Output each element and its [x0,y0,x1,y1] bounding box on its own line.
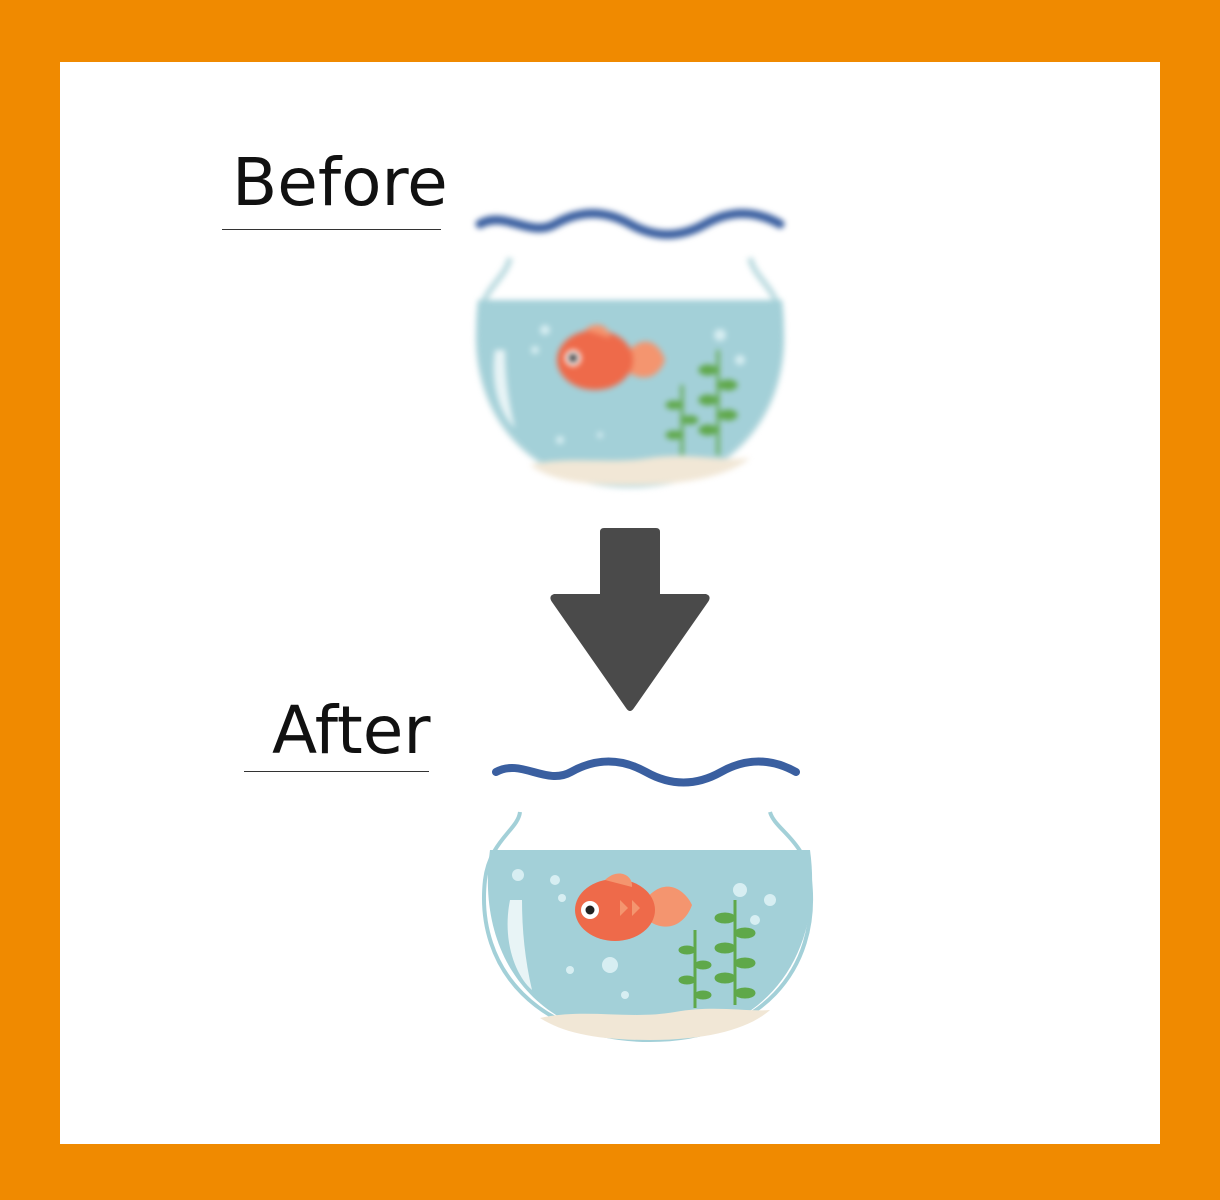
down-arrow-icon [550,528,710,711]
sand [540,1008,770,1040]
goldfish-icon [557,324,665,390]
waterweed-icon [678,900,756,1008]
sand [530,456,750,485]
wave-line-icon [475,209,785,239]
goldfish-icon [575,873,692,941]
glass-reflection [507,900,532,990]
waterweed-icon [665,350,738,455]
water [487,850,813,1040]
before-underline [222,229,441,230]
after-fishbowl-icon [482,757,814,1043]
after-label: After [272,692,431,769]
wave-line-icon [492,757,800,787]
bubbles [512,869,776,999]
after-underline [244,771,429,772]
glass-reflection [493,350,515,428]
water [476,300,784,485]
before-label: Before [232,144,448,221]
before-fishbowl-icon [475,209,785,489]
bubbles [531,325,745,444]
